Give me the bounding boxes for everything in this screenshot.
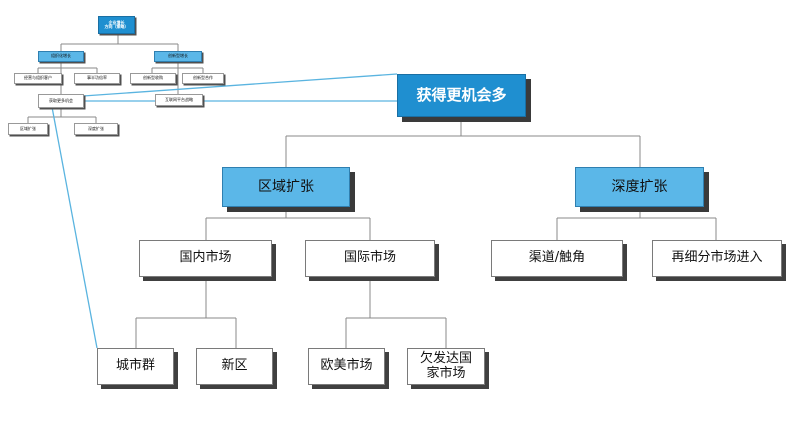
node-euro-us-market: 欧美市场 <box>308 348 385 385</box>
mini-root-line2: 方向（策略） <box>104 24 129 29</box>
mini-root-node: 企业增长 方向（策略） <box>98 16 135 34</box>
mini-node-leaf-g: 创新型合作 <box>182 73 224 84</box>
node-channel-reach: 渠道/触角 <box>491 240 623 277</box>
mini-node-leaf-f: 创新型收购 <box>130 73 176 84</box>
mini-node-organic-growth: 组织化增长 <box>38 51 84 62</box>
mini-node-leaf-h: 互联网平台战略 <box>155 94 203 106</box>
node-new-district: 新区 <box>196 348 273 385</box>
mini-node-leaf-b: 事半功倍率 <box>74 73 120 84</box>
node-underdeveloped-market: 欠发达国 家市场 <box>407 348 485 385</box>
underdeveloped-line2: 家市场 <box>426 365 466 381</box>
mini-node-leaf-c: 获取更多机会 <box>38 94 84 108</box>
mini-node-leaf-a: 经营与组织客户 <box>14 73 62 84</box>
node-international-market: 国际市场 <box>305 240 435 277</box>
root-node: 获得更机会多 <box>397 74 526 117</box>
mini-node-leaf-d: 区域扩张 <box>8 123 48 135</box>
node-domestic-market: 国内市场 <box>139 240 272 277</box>
node-region-expansion: 区域扩张 <box>222 167 350 207</box>
node-resegment-market: 再细分市场进入 <box>652 240 782 277</box>
node-city-cluster: 城市群 <box>97 348 174 385</box>
mini-node-innovative-growth: 创新型增长 <box>154 51 202 62</box>
underdeveloped-line1: 欠发达国 <box>419 350 472 366</box>
node-depth-expansion: 深度扩张 <box>575 167 704 207</box>
mini-node-leaf-e: 深度扩张 <box>74 123 118 135</box>
mini-root-line1: 企业增长 <box>108 19 125 25</box>
